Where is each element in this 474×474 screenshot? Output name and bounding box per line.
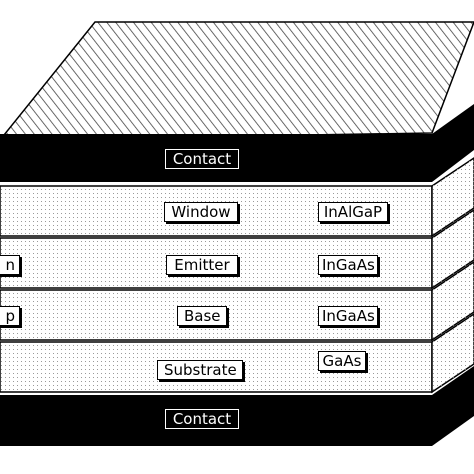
top-contact-label: Contact: [165, 149, 239, 169]
window-material-label: InAlGaP: [318, 202, 388, 222]
base-material-label: InGaAs: [318, 306, 378, 326]
base-layer-label: Base: [177, 306, 227, 326]
substrate-material-label: GaAs: [318, 351, 366, 371]
emitter-left-label-fragment: n: [0, 255, 20, 275]
emitter-layer-label: Emitter: [166, 255, 238, 275]
top-contact-side: [432, 104, 474, 182]
window-layer-label: Window: [164, 202, 238, 222]
bottom-contact-side: [432, 366, 474, 446]
bottom-contact-label: Contact: [165, 409, 239, 429]
top-grid-surface: [0, 21, 474, 141]
emitter-material-label: InGaAs: [318, 255, 378, 275]
substrate-layer-label: Substrate: [157, 360, 243, 380]
base-left-label-fragment: p: [0, 306, 20, 326]
